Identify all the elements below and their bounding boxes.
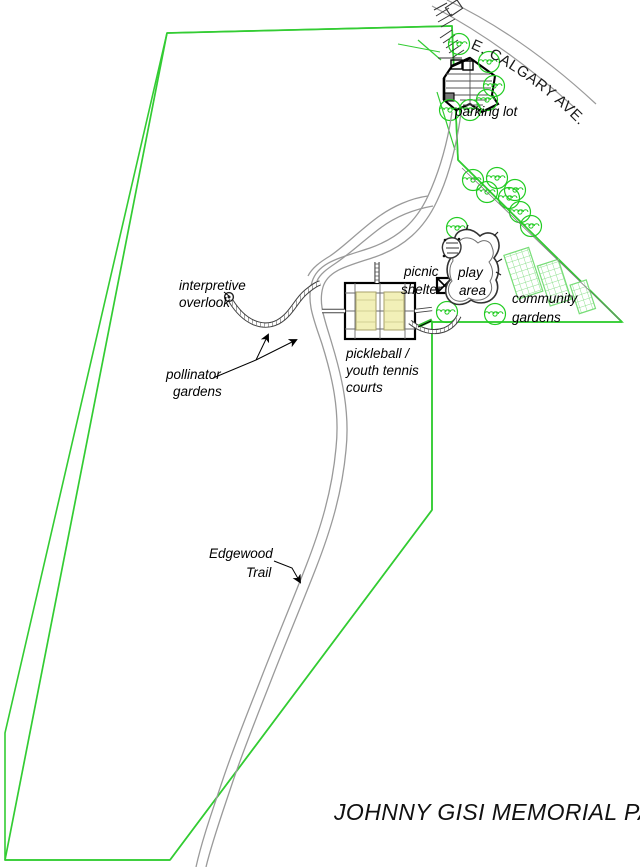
- park-boundary: [4, 25, 624, 861]
- label-pollinator-gardens-line2: gardens: [173, 384, 222, 399]
- label-interpretive-overlook-line2: overlook: [179, 295, 231, 310]
- map-text-labels: E. CALGARY AVE. parking lot interpretive…: [165, 36, 640, 825]
- label-edgewood-trail-line1: Edgewood: [209, 546, 273, 561]
- pickleball-youth-tennis-courts: [322, 262, 433, 341]
- label-interpretive-overlook-line1: interpretive: [179, 278, 246, 293]
- park-boundary-outline: [4, 25, 623, 861]
- label-area: area: [459, 283, 487, 298]
- edgewood-trail: [195, 111, 462, 867]
- label-community-gardens-line1: community: [512, 291, 579, 306]
- pollinator-garden-spur-path: [223, 280, 321, 328]
- label-community-gardens-line2: gardens: [512, 310, 561, 325]
- play-area: [441, 224, 503, 306]
- label-picnic: picnic: [403, 264, 439, 279]
- label-play: play: [457, 265, 484, 280]
- label-courts-line2: youth tennis: [345, 363, 419, 378]
- label-pollinator-gardens-line1: pollinator: [165, 367, 221, 382]
- label-edgewood-trail-line2: Trail: [246, 565, 272, 580]
- page-title: JOHNNY GISI MEMORIAL PARK: [333, 799, 640, 825]
- label-shelter: shelter: [401, 282, 442, 297]
- label-courts-line1: pickleball /: [345, 346, 410, 361]
- boundary-spur: [397, 39, 456, 151]
- community-garden-plots: [503, 246, 597, 315]
- leader-lines: [212, 291, 301, 584]
- e-calgary-ave-road: [431, 0, 597, 109]
- label-courts-line3: courts: [346, 380, 383, 395]
- label-parking-lot: parking lot: [454, 104, 519, 119]
- interior-lot-line: [461, 167, 621, 321]
- shelter-to-play-walk: [408, 314, 462, 335]
